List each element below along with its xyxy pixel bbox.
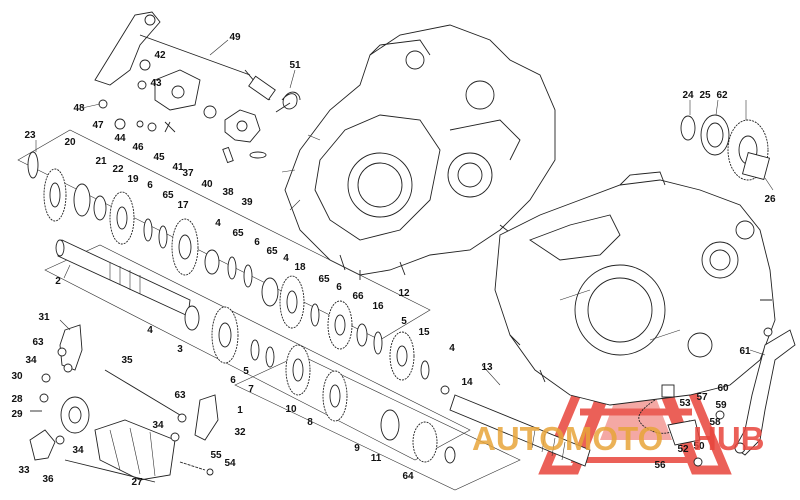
part-label-9: 9 — [354, 443, 360, 454]
part-label-27: 27 — [131, 477, 143, 488]
watermark-text-automoto: AUTOMOTO — [472, 420, 663, 457]
part-label-45: 45 — [153, 152, 165, 163]
part-label-59: 59 — [715, 400, 727, 411]
part-label-50: 50 — [693, 441, 705, 452]
part-label-15: 15 — [418, 327, 430, 338]
part-label-36: 36 — [42, 474, 54, 485]
part-label-34: 34 — [152, 420, 164, 431]
watermark-text: AUTOMOTO HUB — [472, 420, 765, 457]
part-label-56: 56 — [654, 460, 666, 471]
part-label-29: 29 — [11, 409, 23, 420]
part-label-37: 37 — [182, 168, 194, 179]
part-label-4: 4 — [283, 253, 289, 264]
part-label-17: 17 — [177, 200, 189, 211]
shift-shaft-assembly — [94, 11, 301, 164]
part-label-53: 53 — [679, 398, 691, 409]
part-label-64: 64 — [402, 471, 414, 482]
part-label-34: 34 — [72, 445, 84, 456]
part-label-47: 47 — [92, 120, 104, 131]
part-label-42: 42 — [154, 50, 166, 61]
part-label-5: 5 — [401, 316, 407, 327]
part-label-6: 6 — [254, 237, 260, 248]
part-label-66: 66 — [352, 291, 364, 302]
part-label-24: 24 — [682, 90, 694, 101]
part-label-65: 65 — [266, 246, 278, 257]
part-label-34: 34 — [25, 355, 37, 366]
part-label-32: 32 — [234, 427, 246, 438]
part-label-3: 3 — [177, 344, 183, 355]
part-label-58: 58 — [709, 417, 721, 428]
part-label-12: 12 — [398, 288, 410, 299]
part-label-8: 8 — [307, 417, 313, 428]
part-label-38: 38 — [222, 187, 234, 198]
part-label-41: 41 — [172, 162, 184, 173]
part-label-21: 21 — [95, 156, 107, 167]
kickstart-lever — [638, 327, 796, 467]
part-label-16: 16 — [372, 301, 384, 312]
part-label-11: 11 — [371, 453, 382, 464]
part-label-13: 13 — [481, 362, 493, 373]
part-label-6: 6 — [230, 375, 236, 386]
part-label-2: 2 — [55, 276, 61, 287]
part-label-30: 30 — [11, 371, 23, 382]
part-label-63: 63 — [174, 390, 186, 401]
part-label-61: 61 — [739, 346, 751, 357]
part-label-62: 62 — [716, 90, 728, 101]
part-label-26: 26 — [764, 194, 776, 205]
part-label-54: 54 — [224, 458, 236, 469]
part-label-65: 65 — [232, 228, 244, 239]
part-labels: 4942435148474446454137403839232021221966… — [11, 32, 776, 488]
part-label-31: 31 — [38, 312, 50, 323]
part-label-35: 35 — [121, 355, 133, 366]
part-label-55: 55 — [210, 450, 222, 461]
part-label-52: 52 — [677, 444, 689, 455]
part-label-19: 19 — [127, 174, 139, 185]
part-label-4: 4 — [449, 343, 455, 354]
part-label-33: 33 — [18, 465, 30, 476]
part-label-48: 48 — [73, 103, 85, 114]
shift-drum-forks — [29, 324, 219, 483]
lay-shaft-gears — [184, 305, 591, 467]
leader-lines — [35, 39, 774, 386]
part-label-40: 40 — [201, 179, 213, 190]
crankcase-left-half — [281, 24, 556, 280]
part-label-43: 43 — [150, 78, 162, 89]
part-label-49: 49 — [229, 32, 241, 43]
part-label-18: 18 — [294, 262, 306, 273]
part-label-65: 65 — [162, 190, 174, 201]
main-shaft-gears — [27, 151, 430, 381]
part-label-23: 23 — [24, 130, 36, 141]
part-label-10: 10 — [285, 404, 297, 415]
part-label-22: 22 — [112, 164, 124, 175]
sprocket-assembly — [680, 114, 771, 181]
part-label-60: 60 — [717, 383, 729, 394]
part-label-46: 46 — [132, 142, 144, 153]
watermark-text-hub: HUB — [693, 420, 765, 457]
part-label-14: 14 — [461, 377, 473, 388]
part-label-6: 6 — [147, 180, 153, 191]
part-label-65: 65 — [318, 274, 330, 285]
part-label-39: 39 — [241, 197, 253, 208]
part-label-1: 1 — [237, 405, 243, 416]
part-label-57: 57 — [696, 392, 708, 403]
part-label-51: 51 — [289, 60, 301, 71]
part-label-4: 4 — [215, 218, 221, 229]
part-label-6: 6 — [336, 282, 342, 293]
part-label-4: 4 — [147, 325, 153, 336]
part-label-5: 5 — [243, 366, 249, 377]
part-label-7: 7 — [248, 384, 254, 395]
part-label-20: 20 — [64, 137, 76, 148]
part-label-25: 25 — [699, 90, 711, 101]
crankcase-right-half — [494, 171, 776, 406]
part-label-63: 63 — [32, 337, 44, 348]
part-label-44: 44 — [114, 133, 126, 144]
part-label-28: 28 — [11, 394, 23, 405]
